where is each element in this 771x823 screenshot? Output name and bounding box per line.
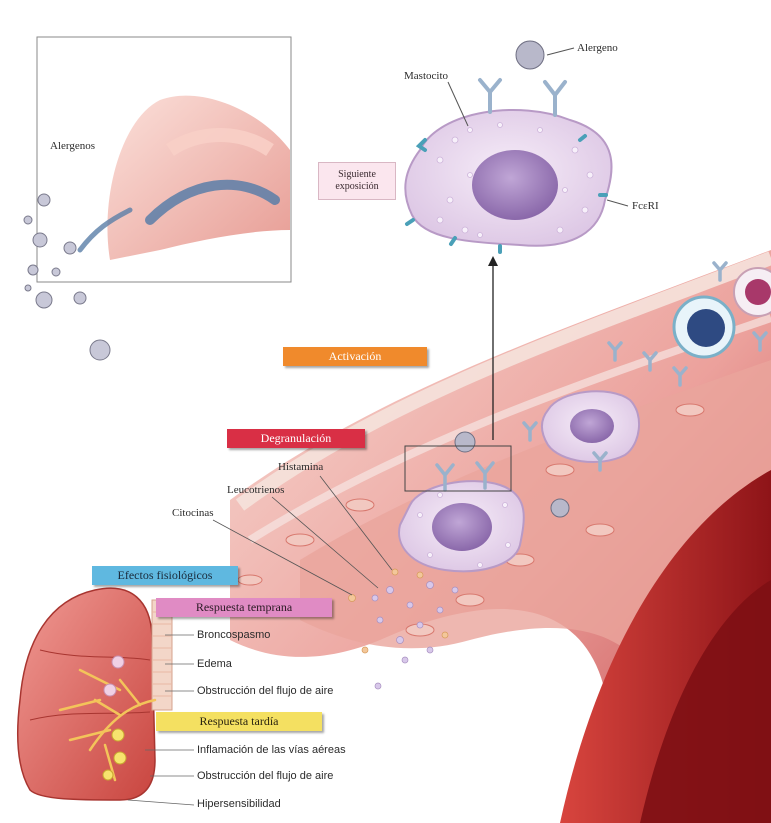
nasal-cavity-illustration [80,96,290,260]
label-alergenos: Alergenos [50,140,95,152]
label-leucotrienos: Leucotrienos [227,484,284,496]
banner-respuesta-tardia: Respuesta tardía [156,712,322,731]
basophil [674,297,734,357]
banner-efectos-fisiologicos: Efectos fisiológicos [92,566,238,585]
eosinophil [734,268,771,316]
banner-degranulacion: Degranulación [227,429,365,448]
label-broncospasmo: Broncospasmo [197,629,270,641]
label-alergeno: Alergeno [577,42,618,54]
siguiente-line1: Siguiente [323,169,391,181]
label-fceri: FcεRI [632,200,659,212]
label-edema: Edema [197,658,232,670]
mast-cell-small [542,391,639,462]
label-hipersensibilidad: Hipersensibilidad [197,798,281,810]
label-inflamacion: Inflamación de las vías aéreas [197,744,346,756]
label-histamina: Histamina [278,461,323,473]
label-mastocito: Mastocito [404,70,448,82]
siguiente-line2: exposición [323,181,391,193]
lung-illustration [18,588,172,800]
box-siguiente-exposicion: Siguiente exposición [318,162,396,200]
allergen-free [551,499,569,517]
label-obstruccion-2: Obstrucción del flujo de aire [197,770,333,782]
label-obstruccion-1: Obstrucción del flujo de aire [197,685,333,697]
banner-respuesta-temprana: Respuesta temprana [156,598,332,617]
label-citocinas: Citocinas [172,507,214,519]
banner-activacion: Activación [283,347,427,366]
